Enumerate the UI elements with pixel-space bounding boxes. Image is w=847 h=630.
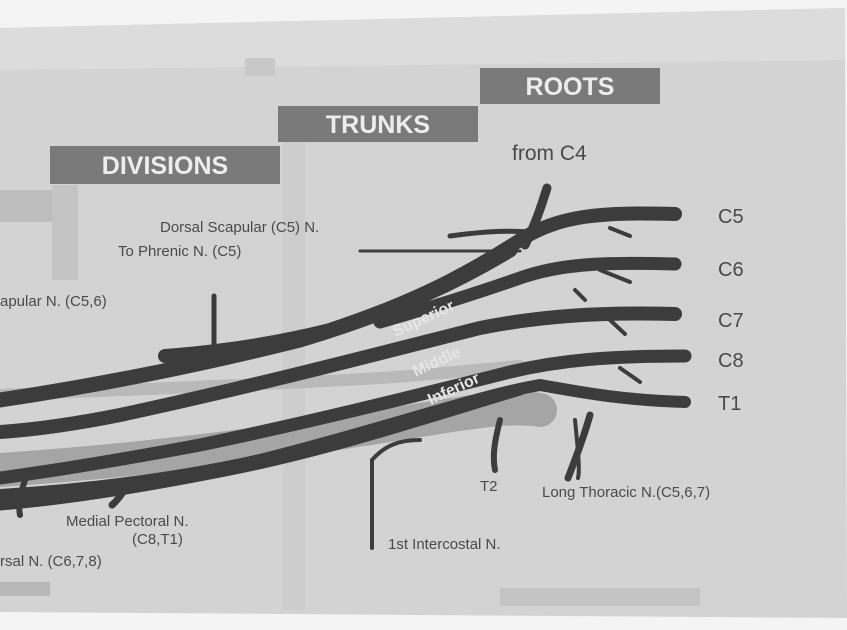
root-label-c7: C7 (718, 310, 744, 332)
root-label-c5: C5 (718, 206, 744, 228)
label-thoracodorsal: rsal N. (C6,7,8) (0, 553, 102, 570)
root-label-t1: T1 (718, 393, 741, 415)
divisions-header-text: DIVISIONS (102, 152, 228, 180)
guide-band-bottom (500, 588, 700, 606)
roots-header-text: ROOTS (526, 73, 615, 101)
trunks-header: TRUNKS (278, 106, 478, 142)
root-label-c8: C8 (718, 350, 744, 372)
root-source-label: from C4 (512, 142, 587, 165)
label-dorsal-scapular: Dorsal Scapular (C5) N. (160, 219, 319, 236)
trunks-header-text: TRUNKS (326, 111, 430, 139)
guide-band-left (0, 190, 52, 222)
label-suprascapular: apular N. (C5,6) (0, 293, 107, 310)
label-to-phrenic: To Phrenic N. (C5) (118, 243, 241, 260)
label-medial-pectoral-1: Medial Pectoral N. (66, 513, 189, 530)
divisions-header: DIVISIONS (50, 146, 280, 184)
guide-band-divisions (52, 185, 78, 280)
guide-band-small (245, 58, 275, 76)
roots-header: ROOTS (480, 68, 660, 104)
label-long-thoracic: Long Thoracic N.(C5,6,7) (542, 484, 710, 501)
root-label-c6: C6 (718, 259, 744, 281)
label-first-intercostal: 1st Intercostal N. (388, 536, 501, 553)
bottom-left-mark (0, 582, 50, 596)
label-medial-pectoral-2: (C8,T1) (132, 531, 183, 548)
label-t2: T2 (480, 478, 498, 495)
